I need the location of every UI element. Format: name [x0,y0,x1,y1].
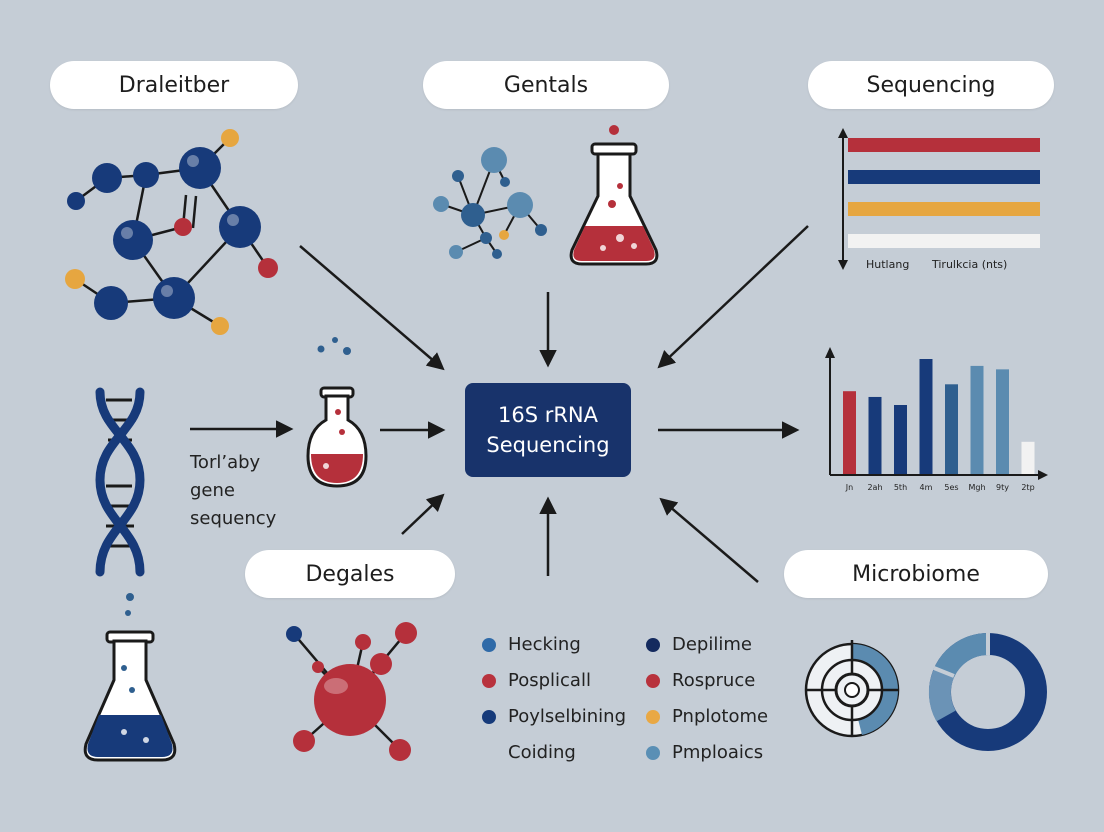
legend-label: Poylselbining [508,706,627,727]
label-text: Degales [305,561,395,587]
axis-arrow-icon [838,128,848,138]
center-node-16s-rrna-sequencing: 16S rRNA Sequencing [465,383,631,477]
hbar-0 [848,138,1040,152]
bar-Jn [843,391,856,474]
legend-dot-icon [646,709,660,724]
tick-label-2tp: 2tp [1021,483,1034,492]
horizontal-bar-chart: Hutlang Tirulkcia (nts) [838,128,1040,271]
tick-label-9ty: 9ty [996,483,1009,492]
legend-item: Hecking [482,634,581,655]
legend-label: Rospruce [672,670,756,691]
legend-label: Pnplotome [672,706,769,727]
tick-label-4m: 4m [920,483,933,492]
legend-dot-icon [646,745,660,760]
label-pill-gentals: Gentals [423,61,669,109]
legend-label: Posplicall [508,670,591,691]
label-pill-sequencing: Sequencing [808,61,1054,109]
flask-icon [569,125,659,266]
caption-line: sequency [190,508,277,529]
axis-label: Hutlang [866,258,909,271]
label-text: Draleitber [118,72,230,98]
gene-sequence-caption: Torl’aby gene sequency [190,449,300,533]
caption-line: gene [190,480,235,501]
molecule-icon [65,129,278,335]
legend-item: Posplicall [482,670,591,691]
axis-label: Tirulkcia (nts) [931,258,1007,271]
arrow-icon [657,225,809,369]
label-text: Gentals [503,72,589,98]
legend-item: Rospruce [646,670,755,691]
circular-chart-icon [804,640,900,738]
bar-5th [894,405,907,474]
tick-label-Mgh: Mgh [968,483,985,492]
bar-Mgh [970,365,984,474]
legend-dot-icon [482,709,496,724]
molecule-red-icon [286,622,417,761]
legend-item: Pnplotome [646,706,768,727]
bar-5es [945,384,958,474]
bar-4m [919,359,933,474]
tick-label-5th: 5th [894,483,907,492]
legend-label: Coiding [508,742,576,763]
label-text: Sequencing [866,72,996,98]
legend-dot-icon [482,673,496,688]
legend-label: Hecking [508,634,581,655]
bar-2ah [868,396,882,474]
hbar-3 [848,234,1040,248]
flask-icon [83,593,177,762]
dna-helix-icon [95,387,145,577]
label-pill-degales: Degales [245,550,455,598]
tick-label-5es: 5es [944,483,958,492]
arrow-icon [659,497,759,583]
legend-dot-icon [646,637,660,652]
legend-item: Poylselbining [482,706,626,727]
bar-9ty [996,369,1009,474]
flow-arrows [190,225,809,583]
legend-item: Coiding [482,742,576,763]
legend-item: Pmploaics [646,742,763,763]
label-pill-microbiome: Microbiome [784,550,1048,598]
center-line-1: 16S rRNA [497,403,599,427]
legend-label: Depilime [672,634,752,655]
label-text: Microbiome [852,561,980,587]
tick-label-2ah: 2ah [867,483,882,492]
tick-label-Jn: Jn [845,483,853,492]
axis-arrow-icon [838,260,848,270]
caption-line: Torl’aby [190,452,261,473]
legend-item: Depilime [646,634,752,655]
donut-chart-icon [928,633,1047,751]
axis-arrow-icon [825,347,835,358]
label-pill-draleitber: Draleitber [50,61,298,109]
legend-label: Pmploaics [672,742,764,763]
legend-dot-icon [482,637,496,652]
center-line-2: Sequencing [486,433,610,457]
flask-icon [306,337,368,488]
legend-dot-icon [646,673,660,688]
bar-2tp [1021,441,1035,474]
arrow-icon [299,245,445,371]
vertical-bar-chart: Jn 2ah 5th 4m 5es Mgh 9ty 2tp [825,347,1048,492]
hbar-2 [848,202,1040,216]
arrow-icon [401,493,445,535]
molecule-small-icon [433,147,547,259]
hbar-1 [848,170,1040,184]
axis-arrow-icon [1038,470,1048,480]
